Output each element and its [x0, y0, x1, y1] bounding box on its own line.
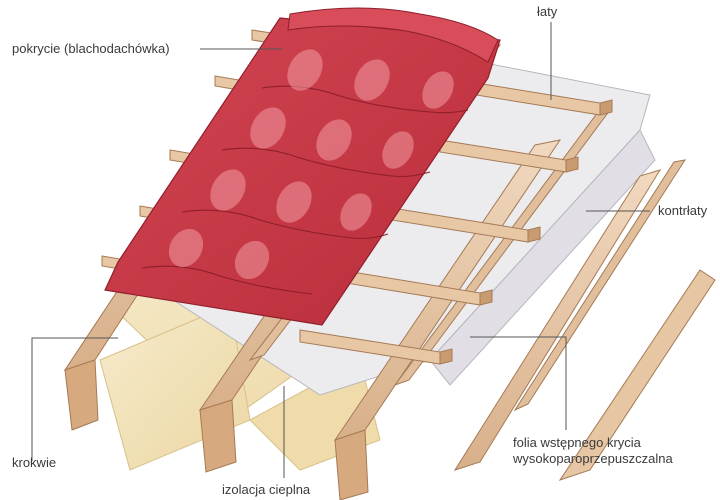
label-counter-battens: kontrłaty	[658, 203, 708, 218]
battens	[101, 29, 613, 365]
batten	[391, 207, 541, 243]
label-membrane-line2: wysokoparoprzepuszczalna	[513, 451, 673, 466]
rafter	[558, 269, 716, 481]
label-rafters: krokwie	[12, 455, 57, 470]
label-battens: łaty	[537, 4, 558, 19]
tile-covering	[104, 7, 501, 326]
batten	[299, 329, 453, 365]
leader-line-membrane	[470, 336, 567, 430]
leader-lines	[31, 22, 650, 478]
batten	[439, 139, 579, 173]
label-membrane: folia wstępnego krycia wysokoparoprzepus…	[513, 435, 673, 467]
leader-line-rafters	[31, 337, 118, 461]
label-insulation: izolacja cieplna	[222, 482, 311, 497]
rafter	[453, 169, 662, 471]
label-membrane-line1: folia wstępnego krycia	[513, 435, 641, 450]
label-covering: pokrycie (blachodachówka)	[12, 41, 170, 56]
